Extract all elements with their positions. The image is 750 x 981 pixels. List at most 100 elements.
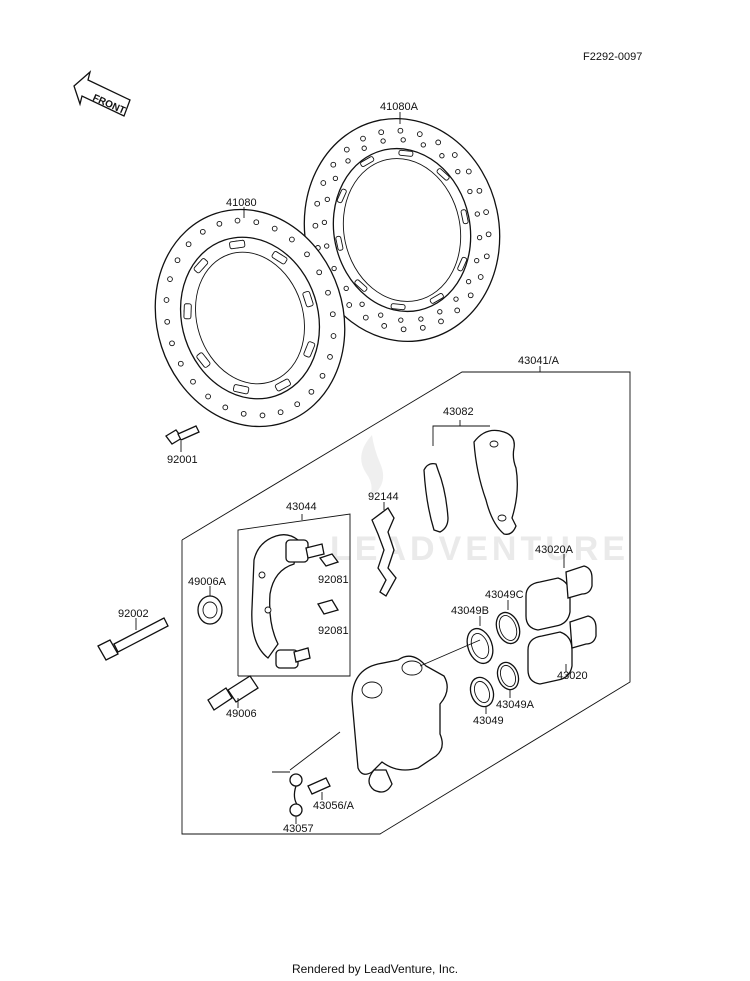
label-41080a: 41080A — [380, 101, 419, 113]
label-43020: 43020 — [557, 670, 588, 682]
disc-hole — [308, 388, 315, 395]
label-43049a: 43049A — [496, 699, 535, 711]
disc-hole — [321, 219, 328, 226]
disc-hole — [294, 401, 301, 408]
pad-spring-92144 — [371, 502, 397, 597]
brake-disc-41080 — [154, 208, 346, 428]
disc-vent-slot — [429, 293, 444, 304]
disc-vent-slot — [457, 256, 468, 272]
disc-hole — [205, 393, 211, 400]
disc-hole — [345, 158, 351, 164]
label-43044: 43044 — [286, 501, 317, 513]
disc-hole — [216, 220, 223, 227]
disc-hole — [330, 161, 337, 168]
disc-hole — [416, 131, 423, 137]
disc-hole — [378, 312, 384, 318]
disc-hole — [474, 257, 480, 264]
disc-hole — [325, 289, 331, 296]
label-92001: 92001 — [167, 454, 198, 466]
disc-hole — [343, 285, 349, 292]
disc-hole — [476, 187, 483, 194]
footer-credit: Rendered by LeadVenture, Inc. — [291, 962, 459, 976]
disc-hole — [362, 314, 369, 321]
seal-43049 — [469, 676, 495, 714]
disc-hole — [343, 146, 350, 153]
disc-hole — [314, 200, 321, 207]
label-43057: 43057 — [283, 823, 314, 835]
disc-hole — [454, 307, 461, 314]
disc-hole — [332, 175, 339, 182]
disc-hole — [483, 209, 489, 215]
disc-vent-slot — [193, 258, 209, 274]
disc-vent-slot — [271, 251, 288, 265]
disc-hole — [477, 274, 484, 280]
disc-vent-slot — [398, 149, 414, 157]
disc-hole — [240, 410, 247, 417]
disc-hole — [330, 333, 337, 339]
disc-hole — [164, 318, 171, 325]
label-49006: 49006 — [226, 708, 257, 720]
disc-hole — [360, 135, 366, 142]
disc-vent-slot — [335, 235, 344, 251]
disc-hole — [324, 196, 330, 203]
boot-49006a — [197, 586, 223, 625]
disc-hole — [169, 340, 175, 347]
label-43041a: 43041/A — [518, 355, 560, 367]
caliper-bracket-43044 — [237, 513, 351, 677]
label-43049c: 43049C — [485, 589, 524, 601]
seal-43049c — [495, 600, 521, 645]
bolt-92002 — [97, 617, 169, 661]
disc-hole — [163, 297, 170, 303]
disc-hole — [329, 311, 336, 318]
disc-hole — [439, 153, 445, 159]
disc-hole — [465, 278, 472, 285]
cap-43057 — [272, 771, 303, 824]
label-49006a: 49006A — [188, 576, 227, 588]
label-43082: 43082 — [443, 406, 474, 418]
pad-clip-92081-upper — [318, 553, 340, 567]
disc-hole — [419, 324, 426, 331]
disc-hole — [304, 251, 310, 258]
disc-vent-slot — [302, 290, 314, 308]
disc-hole — [467, 188, 473, 195]
disc-vent-slot — [336, 188, 347, 204]
disc-hole — [331, 265, 337, 272]
label-92081-lower: 92081 — [318, 625, 349, 637]
label-43020a: 43020A — [535, 544, 574, 556]
disc-vent-slot — [354, 279, 368, 292]
disc-hole — [319, 372, 326, 379]
disc-hole — [453, 296, 459, 302]
label-43056a: 43056/A — [313, 800, 355, 812]
disc-vent-slot — [274, 378, 291, 392]
disc-hole — [174, 257, 181, 264]
disc-vent-slot — [232, 384, 250, 395]
disc-hole — [437, 309, 443, 315]
disc-hole — [398, 317, 404, 323]
disc-hole — [312, 222, 319, 229]
disc-hole — [259, 412, 266, 419]
disc-hole — [289, 236, 295, 243]
disc-hole — [316, 269, 323, 276]
disc-hole — [167, 276, 173, 282]
label-41080: 41080 — [226, 197, 257, 209]
watermark-flame-icon — [361, 435, 384, 499]
piston-43020 — [527, 615, 597, 685]
seal-43049b — [466, 616, 494, 665]
disc-vent-slot — [196, 352, 211, 368]
bolt-92001 — [165, 425, 200, 452]
label-92081-upper: 92081 — [318, 574, 349, 586]
piston-43020a — [525, 554, 593, 631]
caliper-assembly-box — [181, 366, 631, 835]
disc-hole — [199, 228, 206, 235]
label-43049: 43049 — [473, 715, 504, 727]
slide-pin-49006 — [207, 675, 259, 711]
disc-vent-slot — [360, 156, 375, 167]
disc-hole — [400, 137, 406, 143]
front-arrow-icon: FRONT — [73, 70, 131, 117]
bleeder-43056a — [307, 777, 331, 800]
pad-clip-92081-lower — [317, 599, 339, 615]
disc-hole — [435, 139, 442, 146]
disc-hole — [234, 217, 241, 224]
disc-hole — [361, 145, 367, 151]
